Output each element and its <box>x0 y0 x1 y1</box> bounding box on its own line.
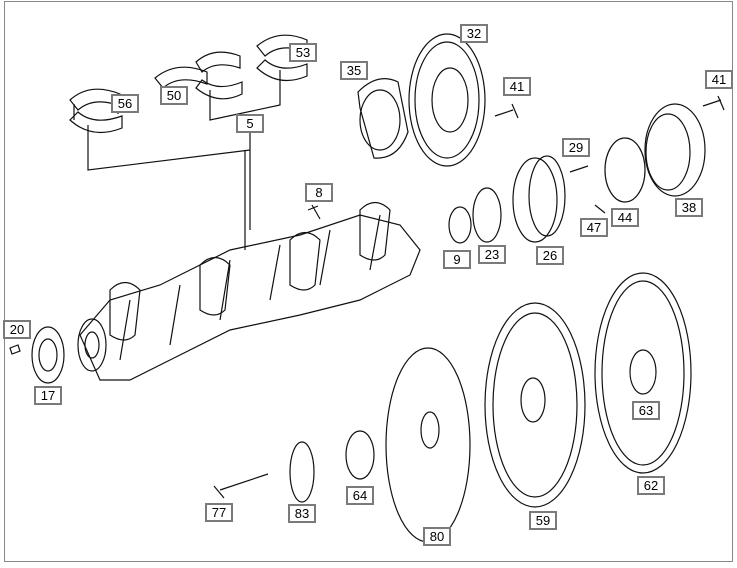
diagram-border <box>4 1 733 562</box>
gear-26 <box>512 155 566 243</box>
callout-47: 47 <box>580 218 608 237</box>
crankshaft <box>77 150 421 381</box>
callout-53: 53 <box>289 43 317 62</box>
callout-20: 20 <box>3 320 31 339</box>
callout-50: 50 <box>160 86 188 105</box>
callout-23: 23 <box>478 245 506 264</box>
callout-41a: 41 <box>503 77 531 96</box>
callout-32: 32 <box>460 24 488 43</box>
callout-38: 38 <box>675 198 703 217</box>
callout-56: 56 <box>111 94 139 113</box>
callout-35: 35 <box>340 61 368 80</box>
spacer-64 <box>345 430 375 480</box>
callout-5: 5 <box>236 114 264 133</box>
callout-64: 64 <box>346 486 374 505</box>
callout-80: 80 <box>423 527 451 546</box>
callout-41b: 41 <box>705 70 733 89</box>
plate-44 <box>604 137 646 203</box>
flexplate-80 <box>385 347 471 543</box>
pulley-32 <box>408 33 486 167</box>
callout-63: 63 <box>632 401 660 420</box>
pulley-38 <box>644 103 706 197</box>
bolt-77 <box>213 473 269 499</box>
bolt-47 <box>594 204 606 214</box>
washer-23 <box>472 187 502 243</box>
callout-83: 83 <box>288 504 316 523</box>
ring-gear-62 <box>594 272 692 474</box>
callout-8: 8 <box>305 183 333 202</box>
callout-59: 59 <box>529 511 557 530</box>
callout-29: 29 <box>562 138 590 157</box>
bolt-41-b <box>702 95 725 111</box>
flywheel-59 <box>484 302 586 508</box>
ring-9 <box>448 206 472 244</box>
callout-77: 77 <box>205 503 233 522</box>
callout-26: 26 <box>536 246 564 265</box>
plate-83 <box>289 441 315 503</box>
callout-9: 9 <box>443 250 471 269</box>
bolt-8 <box>307 204 321 220</box>
front-seal <box>9 326 65 384</box>
callout-17: 17 <box>34 386 62 405</box>
callout-44: 44 <box>611 208 639 227</box>
hub-35 <box>357 78 409 159</box>
bolt-41-a <box>494 103 519 119</box>
callout-62: 62 <box>637 476 665 495</box>
bolt-29 <box>569 165 589 173</box>
bearing-shells <box>69 34 308 230</box>
